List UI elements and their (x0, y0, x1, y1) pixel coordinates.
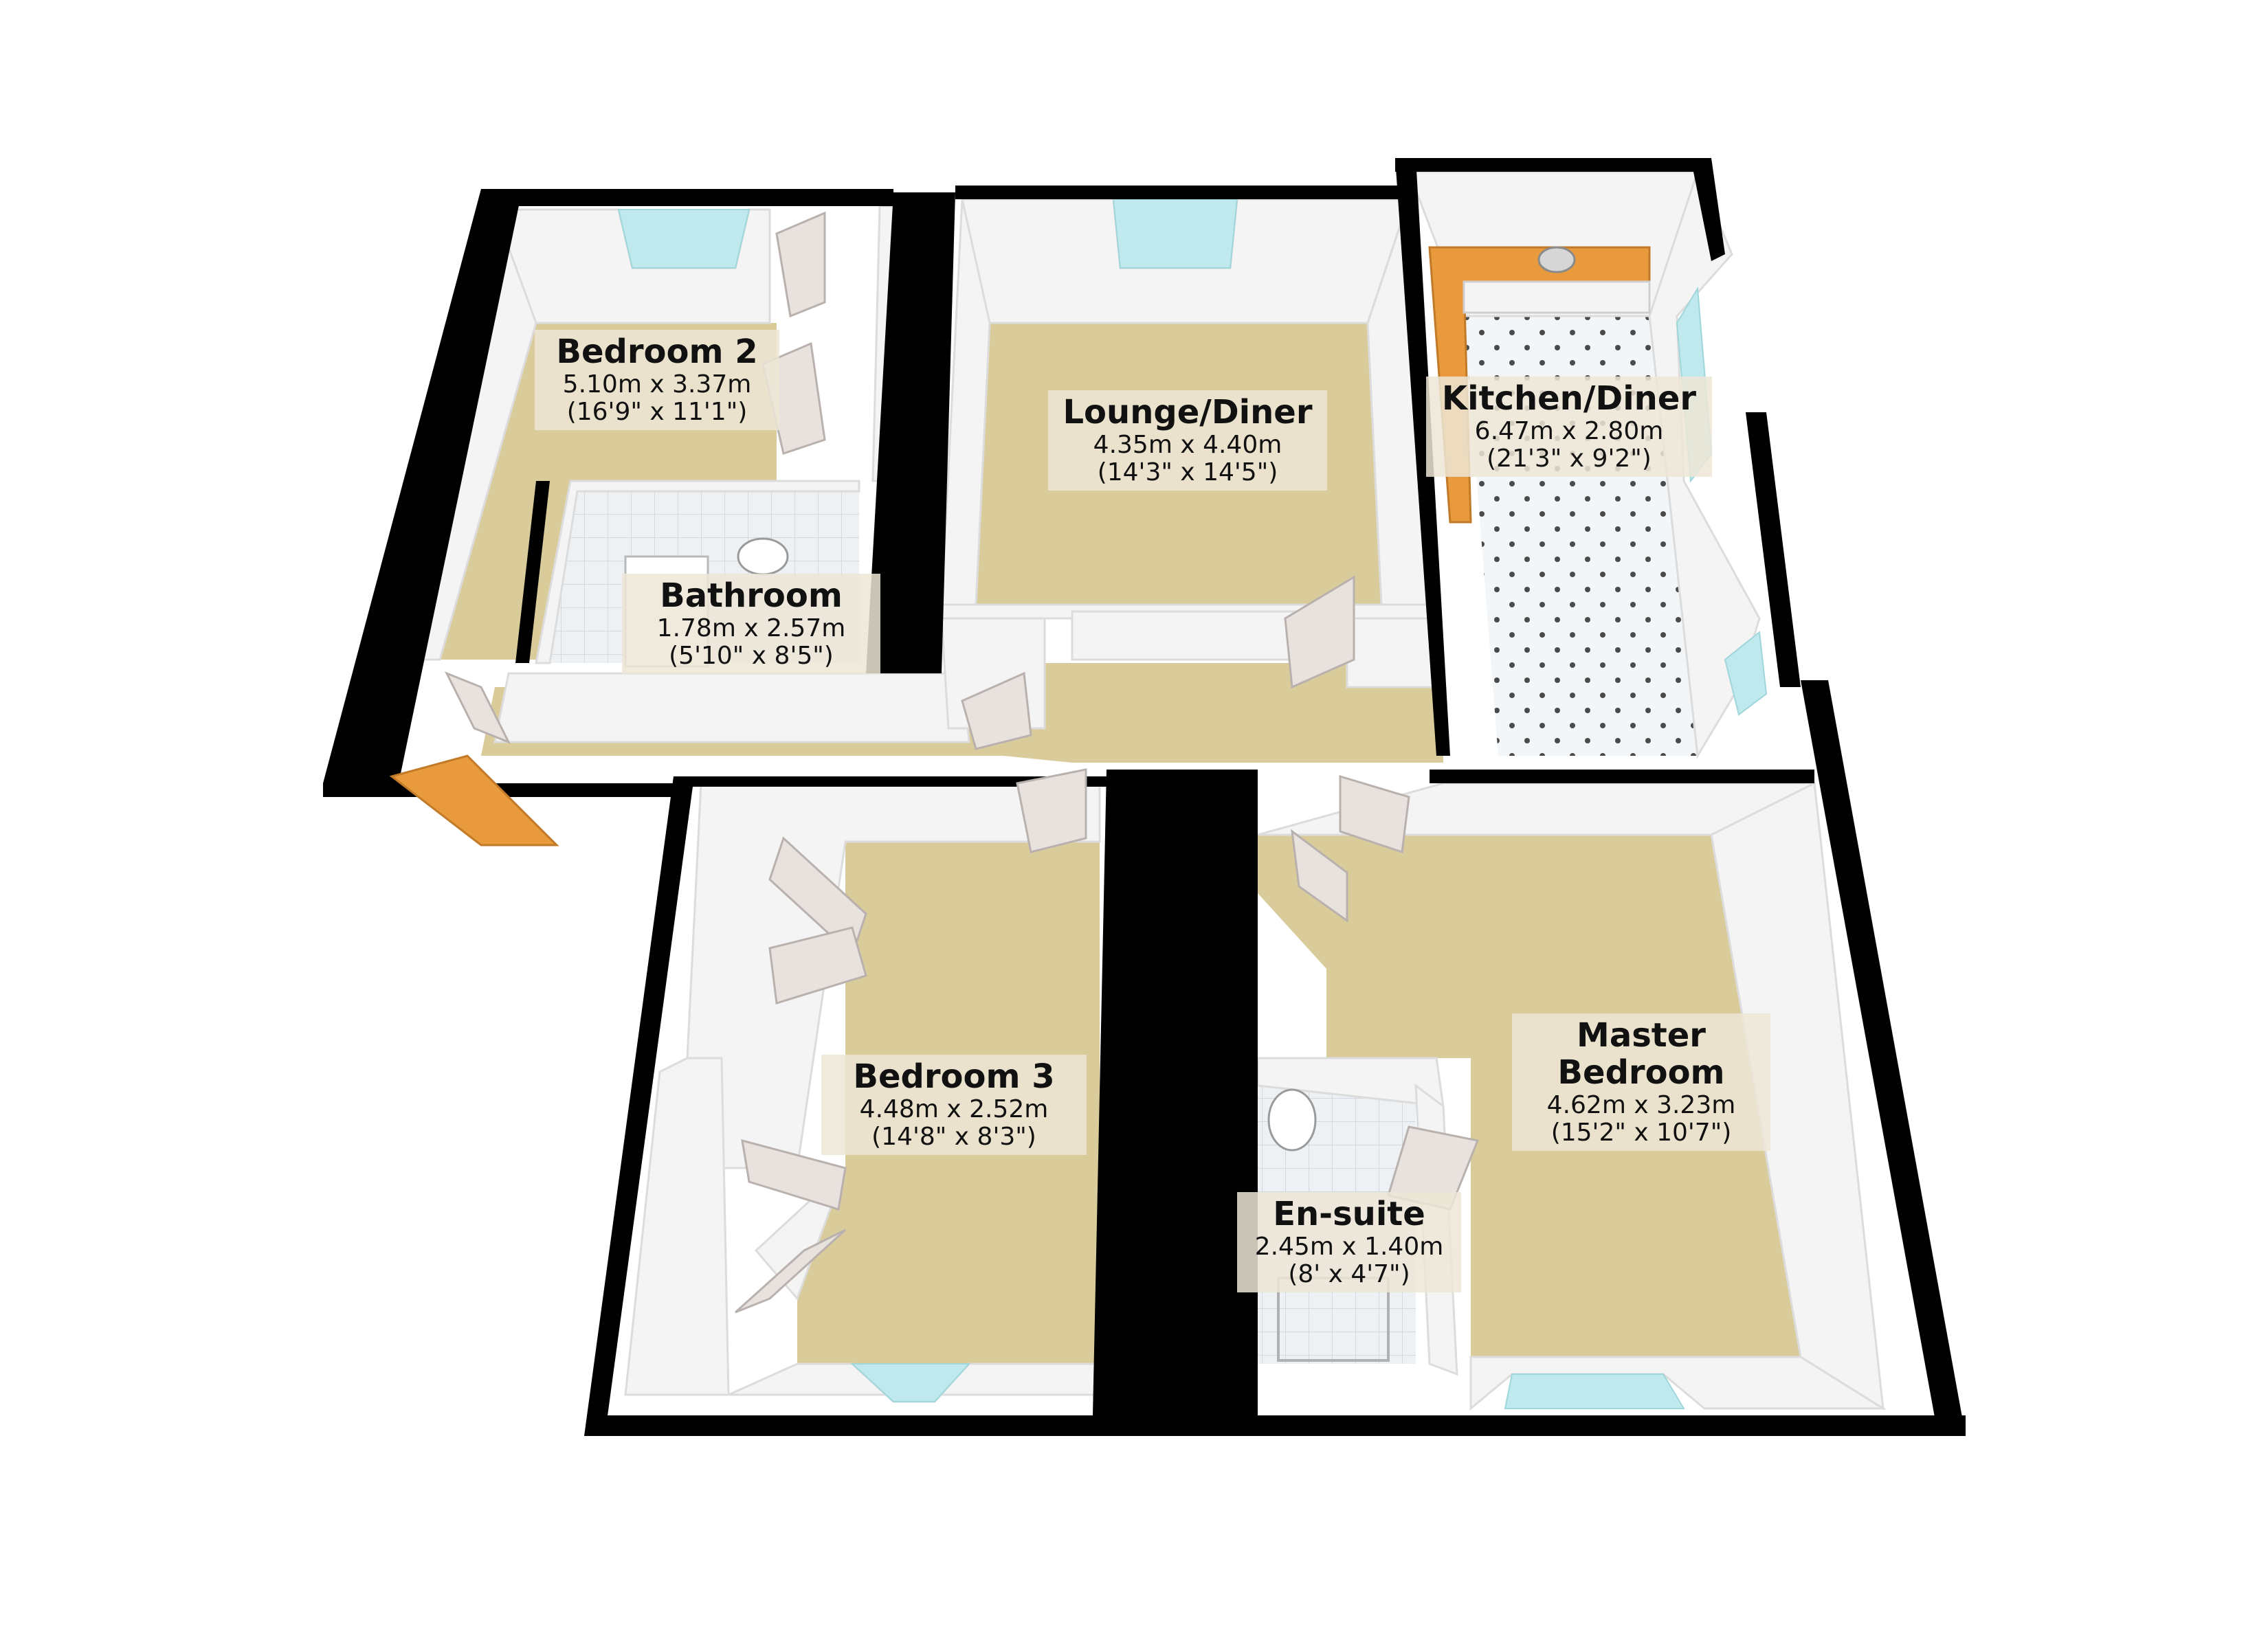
door-bedroom2-hall (444, 671, 511, 744)
door-bedroom2-closet1 (775, 211, 826, 318)
room-dimensions-imperial: (15'2" x 10'7") (1550, 1118, 1732, 1147)
room-name: Lounge/Diner (1063, 393, 1313, 431)
door-bedroom3-closet3 (741, 1138, 847, 1211)
room-dimensions-metric: 2.45m x 1.40m (1254, 1232, 1444, 1261)
kitchen-cabinets (1463, 280, 1651, 314)
room-dimensions-imperial: (14'8" x 8'3") (871, 1123, 1036, 1152)
door-master-closet (1291, 829, 1348, 923)
entrance-mat (389, 754, 559, 846)
door-bedroom3-closet4 (734, 1229, 847, 1314)
room-name: En-suite (1273, 1195, 1425, 1233)
door-bedroom3 (1016, 768, 1087, 853)
ensuite-label: En-suite 2.45m x 1.40m (8' x 4'7") (1237, 1192, 1461, 1293)
room-dimensions-imperial: (16'9" x 11'1") (566, 398, 748, 427)
room-dimensions-metric: 4.35m x 4.40m (1093, 430, 1282, 459)
window-lounge (1112, 199, 1238, 269)
room-name: Bedroom 2 (556, 333, 758, 371)
room-dimensions-metric: 1.78m x 2.57m (656, 614, 846, 642)
room-dimensions-metric: 5.10m x 3.37m (562, 370, 752, 399)
room-name: Bedroom 3 (853, 1057, 1055, 1096)
door-lounge (1284, 575, 1355, 689)
bath-basin (737, 537, 789, 576)
bedroom3-label: Bedroom 3 4.48m x 2.52m (14'8" x 8'3") (821, 1055, 1087, 1156)
window-bedroom2 (617, 209, 751, 269)
door-hall-left (961, 671, 1032, 750)
room-name-line1: Master (1577, 1016, 1706, 1055)
ensuite-toilet (1267, 1088, 1317, 1152)
bathroom-label: Bathroom 1.78m x 2.57m (5'10" x 8'5") (622, 574, 880, 675)
window-bedroom3 (850, 1363, 971, 1402)
room-dimensions-imperial: (14'3" x 14'5") (1097, 458, 1278, 487)
window-kitchen-lower (1724, 631, 1768, 716)
room-dimensions-imperial: (21'3" x 9'2") (1487, 445, 1652, 473)
room-dimensions-imperial: (5'10" x 8'5") (669, 642, 834, 671)
room-dimensions-imperial: (8' x 4'7") (1288, 1260, 1410, 1289)
room-dimensions-metric: 4.62m x 3.23m (1546, 1090, 1736, 1119)
bedroom2-label: Bedroom 2 5.10m x 3.37m (16'9" x 11'1") (535, 330, 779, 431)
walls (323, 158, 1966, 1436)
door-bedroom3-closet2 (768, 926, 867, 1005)
room-dimensions-metric: 6.47m x 2.80m (1474, 416, 1664, 445)
room-name: Kitchen/Diner (1441, 379, 1697, 418)
room-name: Bathroom (660, 576, 843, 615)
door-master (1339, 774, 1410, 854)
kitchen-sink (1537, 246, 1576, 273)
room-name-line2: Bedroom (1557, 1053, 1725, 1092)
kitchen-label: Kitchen/Diner 6.47m x 2.80m (21'3" x 9'2… (1426, 377, 1712, 478)
master-label: Master Bedroom 4.62m x 3.23m (15'2" x 10… (1512, 1013, 1770, 1152)
lounge-label: Lounge/Diner 4.35m x 4.40m (14'3" x 14'5… (1048, 390, 1327, 491)
window-master (1504, 1373, 1685, 1409)
room-dimensions-metric: 4.48m x 2.52m (859, 1095, 1049, 1123)
